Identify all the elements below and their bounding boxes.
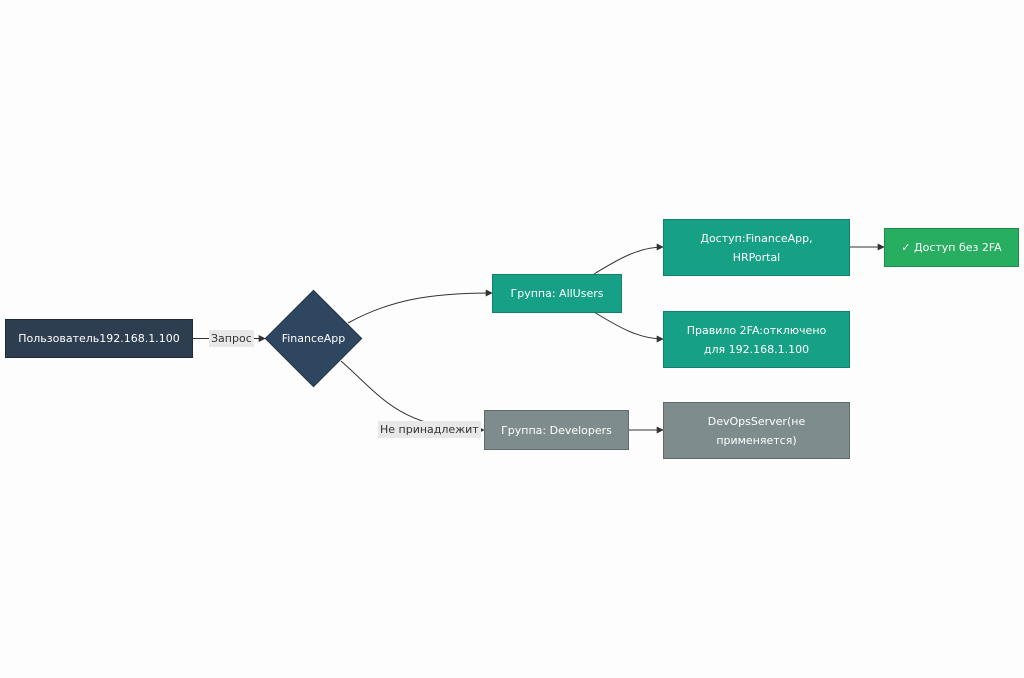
access-node[interactable]: Доступ:FinanceApp, HRPortal: [663, 219, 850, 276]
group-allusers-node[interactable]: Группа: AllUsers: [492, 274, 622, 313]
financeapp-label: FinanceApp: [281, 332, 346, 345]
group-developers-node[interactable]: Группа: Developers: [484, 410, 629, 450]
access-no-2fa-node[interactable]: ✓ Доступ без 2FA: [884, 228, 1019, 267]
edge-allusers-to-rule2fa: [593, 311, 664, 343]
financeapp-decision[interactable]: FinanceApp: [264, 289, 363, 388]
user-node[interactable]: Пользователь192.168.1.100: [5, 319, 193, 358]
edge-financeapp-to-allusers: [347, 289, 493, 324]
edge-allusers-to-access: [593, 243, 664, 275]
edge-financeapp-to-developers: [340, 360, 485, 434]
edge-label-not-member: Не принадлежит: [378, 421, 481, 438]
edge-label-request: Запрос: [209, 330, 254, 347]
devopsserver-node[interactable]: DevOpsServer(не применяется): [663, 402, 850, 459]
rule-2fa-node[interactable]: Правило 2FA:отключено для 192.168.1.100: [663, 311, 850, 368]
